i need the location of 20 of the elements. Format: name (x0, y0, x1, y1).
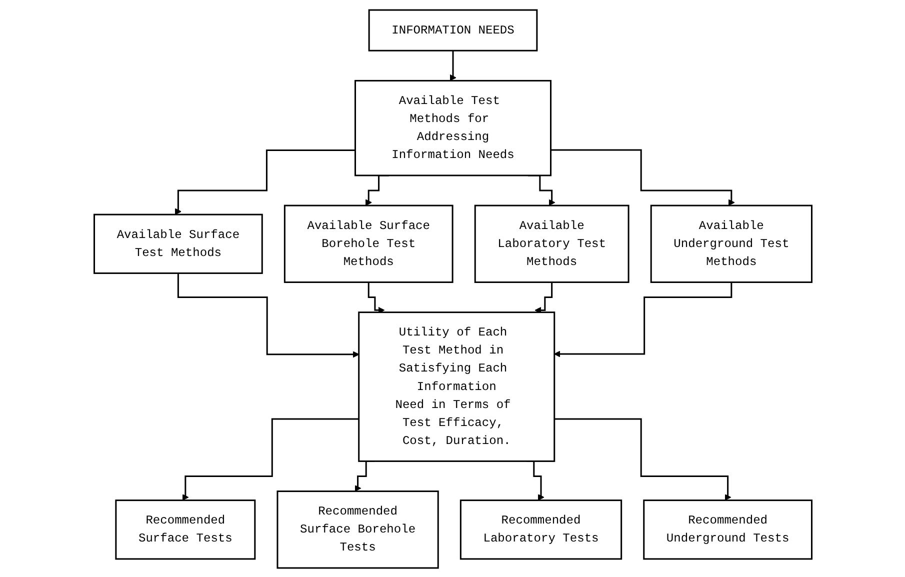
node-box: Available Test Methods for Addressing Information Needs (354, 79, 552, 176)
arrow (449, 49, 456, 80)
arrow (534, 280, 552, 314)
arrow (367, 280, 384, 313)
node-box: Recommended Surface Tests (114, 499, 256, 560)
arrow (174, 149, 355, 214)
node-box: Utility of Each Test Method in Satisfying Each Information Need in Terms of Test Efficacy, Cost, Duration. (358, 311, 555, 462)
node-box: Available Laboratory Test Methods (474, 204, 629, 282)
node-box: Available Surface Borehole Test Methods (283, 204, 453, 282)
arrow (182, 418, 358, 500)
node-box: Available Surface Test Methods (93, 213, 262, 274)
arrow (550, 148, 734, 206)
node-box: Available Underground Test Methods (650, 204, 812, 282)
node-box: Recommended Laboratory Tests (459, 499, 622, 560)
arrow (553, 280, 732, 357)
arrow (554, 418, 731, 500)
node-box: Recommended Underground Tests (642, 499, 812, 560)
arrow (176, 272, 359, 358)
node-box: Recommended Surface Borehole Tests (276, 490, 438, 568)
node-box: INFORMATION NEEDS (368, 8, 538, 51)
